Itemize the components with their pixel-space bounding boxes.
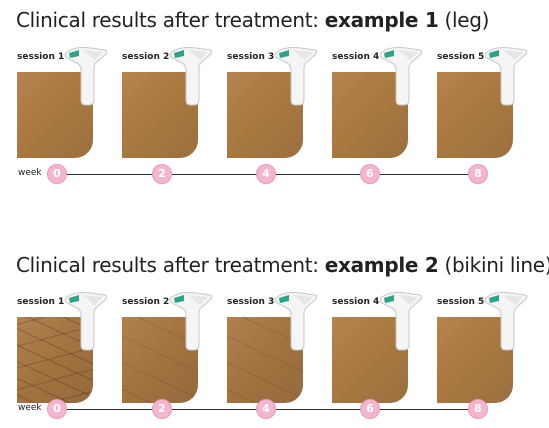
ipl-device-icon: [271, 44, 319, 106]
week-marker: 4: [256, 399, 276, 419]
week-marker: 0: [47, 164, 67, 184]
session-1: session 1: [17, 0, 117, 158]
session-label: session 1: [17, 52, 65, 62]
session-label: session 2: [122, 52, 170, 62]
session-label: session 3: [227, 297, 275, 307]
week-marker: 8: [468, 399, 488, 419]
week-timeline: week 0 2 4 6 8: [0, 399, 549, 421]
ipl-device-icon: [481, 289, 529, 351]
skin-photo: [437, 317, 513, 403]
ipl-device-icon: [271, 289, 319, 351]
session-label: session 3: [227, 52, 275, 62]
session-4: session 4: [332, 245, 432, 403]
session-5: session 5: [437, 245, 537, 403]
session-1: session 1: [17, 245, 117, 403]
skin-photo: [227, 72, 303, 158]
session-3: session 3: [227, 245, 327, 403]
session-label: session 4: [332, 297, 380, 307]
skin-photo: [227, 317, 303, 403]
session-2: session 2: [122, 0, 222, 158]
session-2: session 2: [122, 245, 222, 403]
week-marker: 0: [47, 399, 67, 419]
ipl-device-icon: [166, 44, 214, 106]
skin-photo: [332, 72, 408, 158]
week-marker: 8: [468, 164, 488, 184]
week-marker: 6: [360, 399, 380, 419]
session-label: session 4: [332, 52, 380, 62]
session-label: session 5: [437, 297, 485, 307]
skin-photo: [17, 317, 93, 403]
ipl-device-icon: [376, 289, 424, 351]
session-4: session 4: [332, 0, 432, 158]
ipl-device-icon: [481, 44, 529, 106]
week-label: week: [18, 403, 42, 413]
ipl-device-icon: [61, 44, 109, 106]
ipl-device-icon: [166, 289, 214, 351]
session-3: session 3: [227, 0, 327, 158]
skin-photo: [122, 317, 198, 403]
skin-photo: [122, 72, 198, 158]
session-label: session 2: [122, 297, 170, 307]
session-5: session 5: [437, 0, 537, 158]
week-marker: 6: [360, 164, 380, 184]
skin-photo: [332, 317, 408, 403]
week-timeline: week 0 2 4 6 8: [0, 164, 549, 186]
week-marker: 4: [256, 164, 276, 184]
example-1-title: Clinical results after treatment: exampl…: [16, 8, 490, 32]
week-label: week: [18, 168, 42, 178]
ipl-device-icon: [376, 44, 424, 106]
skin-photo: [437, 72, 513, 158]
skin-photo: [17, 72, 93, 158]
session-label: session 5: [437, 52, 485, 62]
week-marker: 2: [152, 399, 172, 419]
session-label: session 1: [17, 297, 65, 307]
week-marker: 2: [152, 164, 172, 184]
example-2-title: Clinical results after treatment: exampl…: [16, 253, 549, 277]
ipl-device-icon: [61, 289, 109, 351]
